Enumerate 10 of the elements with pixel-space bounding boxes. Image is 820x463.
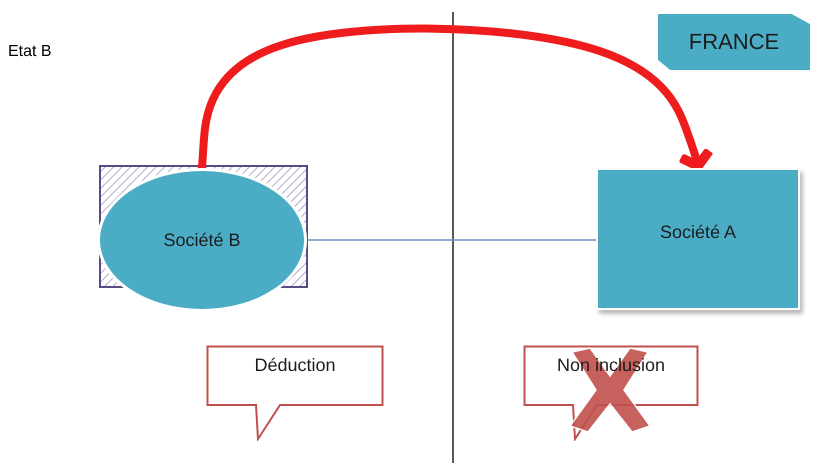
company-box — [596, 168, 800, 310]
region-label: Etat B — [8, 43, 52, 61]
speech-callout — [523, 345, 699, 441]
node-label: FRANCE — [688, 29, 780, 55]
node-label: Déduction — [254, 355, 336, 376]
node-label: Société B — [163, 230, 241, 250]
connector-line — [306, 239, 597, 241]
country-tag — [658, 14, 810, 70]
node-label: Société A — [660, 222, 736, 243]
speech-callout — [206, 345, 384, 441]
